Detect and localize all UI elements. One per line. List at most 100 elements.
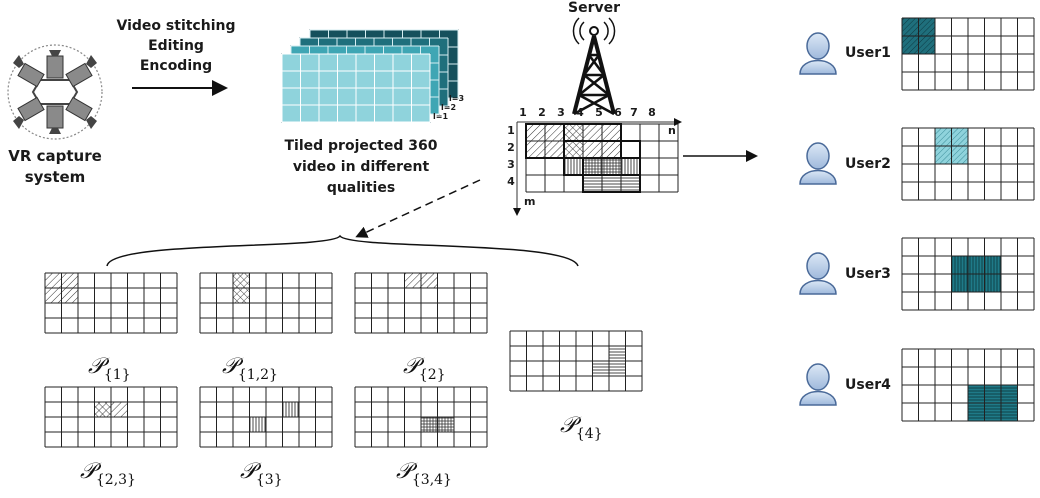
tiled-video-stack	[281, 29, 459, 123]
axis-n-label: n	[668, 124, 676, 137]
user-label: User3	[845, 266, 891, 282]
highlighted-tile	[111, 402, 128, 417]
highlighted-tile	[282, 402, 299, 417]
user-label: User2	[845, 156, 891, 172]
partition-grid	[509, 330, 643, 392]
partition-grid	[44, 272, 178, 334]
highlighted-tile	[918, 18, 935, 36]
partition-grid	[354, 386, 488, 448]
highlighted-tile	[583, 175, 602, 192]
highlighted-tile	[404, 273, 421, 288]
highlighted-tile	[902, 18, 919, 36]
user-viewport-grid	[901, 17, 1035, 91]
highlighted-tile	[61, 288, 78, 303]
user-avatar-icon	[799, 32, 837, 75]
partition-labels: 𝒫{1} 𝒫{1,2} 𝒫{2} 𝒫{4} 𝒫{2,3} 𝒫{3} 𝒫{3,4}	[80, 354, 603, 488]
highlighted-tile	[564, 158, 583, 175]
partition-grids	[44, 272, 643, 448]
viewport-outline	[582, 157, 641, 193]
row-number: 4	[507, 175, 515, 188]
axis-m-label: m	[524, 195, 535, 208]
server-label: Server	[568, 0, 620, 16]
highlighted-tile	[621, 175, 640, 192]
highlighted-tile	[902, 36, 919, 54]
highlighted-tile	[1001, 385, 1018, 403]
partition-grid	[44, 386, 178, 448]
highlighted-tile	[602, 158, 621, 175]
processing-step1: Video stitching	[117, 18, 236, 34]
user-viewport-grid	[901, 237, 1035, 311]
to-partitions-arrow	[355, 179, 481, 238]
layer-label-2: l=2	[441, 103, 456, 112]
highlighted-tile	[951, 274, 968, 292]
highlighted-tile	[621, 158, 640, 175]
partition-label: 𝒫{3}	[240, 459, 283, 488]
highlighted-tile	[249, 417, 266, 432]
row-number: 3	[507, 158, 515, 171]
highlighted-tile	[233, 273, 250, 288]
highlighted-tile	[609, 361, 626, 376]
row-number: 2	[507, 141, 515, 154]
user-label: User1	[845, 45, 891, 61]
col-number: 4	[576, 106, 584, 119]
highlighted-tile	[984, 256, 1001, 274]
users	[799, 17, 1035, 422]
processing-step3: Encoding	[140, 58, 212, 74]
col-number: 5	[595, 106, 603, 119]
highlighted-tile	[968, 274, 985, 292]
highlighted-tile	[968, 403, 985, 421]
capture-label-line1: VR capture	[8, 147, 102, 165]
highlighted-tile	[526, 141, 545, 158]
col-number: 6	[614, 106, 622, 119]
highlighted-tile	[1001, 403, 1018, 421]
highlighted-tile	[583, 158, 602, 175]
highlighted-tile	[951, 256, 968, 274]
highlighted-tile	[526, 124, 545, 141]
highlighted-tile	[583, 124, 602, 141]
highlighted-tile	[984, 403, 1001, 421]
highlighted-tile	[984, 385, 1001, 403]
tiled-caption-line2: video in different	[293, 159, 430, 175]
partition-grid	[199, 272, 333, 334]
col-number: 7	[630, 106, 638, 119]
layer-label-1: l=1	[433, 112, 448, 121]
user-label: User4	[845, 377, 891, 393]
server-tower-icon	[572, 17, 616, 116]
partition-grid	[354, 272, 488, 334]
highlighted-tile	[545, 141, 564, 158]
user-viewport-grid	[901, 127, 1035, 201]
highlighted-tile	[935, 146, 952, 164]
user-avatar-icon	[799, 252, 837, 295]
highlighted-tile	[437, 417, 454, 432]
highlighted-tile	[592, 361, 609, 376]
highlighted-tile	[233, 288, 250, 303]
capture-label-line2: system	[25, 168, 86, 186]
col-number: 1	[519, 106, 527, 119]
col-number: 2	[538, 106, 546, 119]
highlighted-tile	[94, 402, 111, 417]
highlighted-tile	[609, 346, 626, 361]
highlighted-tile	[918, 36, 935, 54]
tile-layer-grid	[281, 53, 431, 123]
highlighted-tile	[602, 124, 621, 141]
highlighted-tile	[61, 273, 78, 288]
highlighted-tile	[602, 141, 621, 158]
highlighted-tile	[564, 124, 583, 141]
col-number: 3	[557, 106, 565, 119]
highlighted-tile	[602, 175, 621, 192]
user-avatar-icon	[799, 142, 837, 185]
highlighted-tile	[45, 288, 62, 303]
highlighted-tile	[583, 141, 602, 158]
highlighted-tile	[968, 385, 985, 403]
highlighted-tile	[421, 273, 438, 288]
layer-label-3: l=3	[449, 94, 464, 103]
grid-row-numbers: 1 2 3 4	[507, 124, 515, 188]
partition-label: 𝒫{2}	[403, 354, 446, 383]
partition-grid	[199, 386, 333, 448]
partition-label: 𝒫{1}	[88, 354, 131, 383]
tiled-caption-line1: Tiled projected 360	[285, 138, 438, 154]
user-viewport-grid	[901, 348, 1035, 422]
vr-capture-rig-icon	[7, 44, 103, 140]
grid-col-numbers: 1 2 3 4 5 6 7 8	[519, 106, 656, 119]
